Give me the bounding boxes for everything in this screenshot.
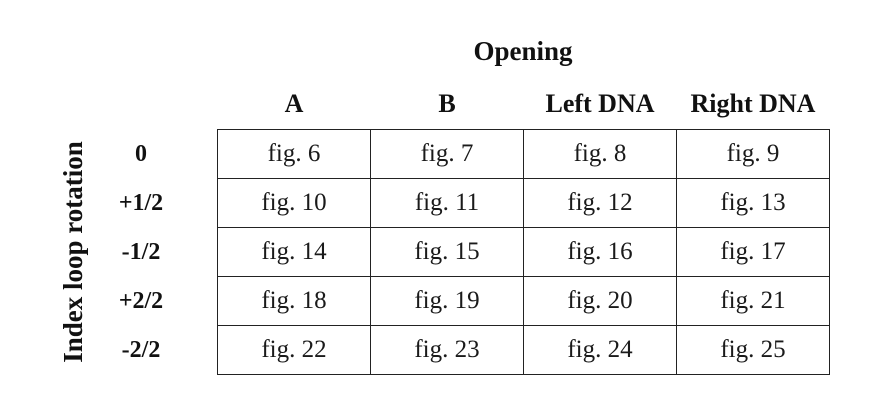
table-cell: fig. 6 <box>217 129 371 179</box>
table-cell: fig. 17 <box>676 227 830 277</box>
table-cell: fig. 12 <box>523 178 677 228</box>
table-cell: fig. 25 <box>676 325 830 375</box>
figure-index-table: fig. 6 fig. 7 fig. 8 fig. 9 fig. 10 fig.… <box>217 129 830 375</box>
table-cell: fig. 11 <box>370 178 524 228</box>
table-row: fig. 22 fig. 23 fig. 24 fig. 25 <box>217 325 830 375</box>
table-row: fig. 18 fig. 19 fig. 20 fig. 21 <box>217 276 830 326</box>
column-header-b: B <box>438 89 456 118</box>
table-row: fig. 14 fig. 15 fig. 16 fig. 17 <box>217 227 830 277</box>
row-label-0: 0 <box>135 141 147 167</box>
row-label-minus-half: -1/2 <box>121 239 161 265</box>
column-header-left-dna: Left DNA <box>545 89 655 118</box>
table-row: fig. 10 fig. 11 fig. 12 fig. 13 <box>217 178 830 228</box>
row-label-minus-one: -2/2 <box>121 337 161 363</box>
table-cell: fig. 15 <box>370 227 524 277</box>
table-cell: fig. 18 <box>217 276 371 326</box>
table-cell: fig. 22 <box>217 325 371 375</box>
table-row: fig. 6 fig. 7 fig. 8 fig. 9 <box>217 129 830 179</box>
row-group-title: Index loop rotation <box>58 141 88 363</box>
table-cell: fig. 23 <box>370 325 524 375</box>
table-cell: fig. 10 <box>217 178 371 228</box>
table-cell: fig. 16 <box>523 227 677 277</box>
column-header-right-dna: Right DNA <box>690 89 816 118</box>
table-cell: fig. 14 <box>217 227 371 277</box>
table-cell: fig. 24 <box>523 325 677 375</box>
table-cell: fig. 8 <box>523 129 677 179</box>
table-cell: fig. 13 <box>676 178 830 228</box>
table-cell: fig. 9 <box>676 129 830 179</box>
column-group-title: Opening <box>473 36 573 66</box>
column-header-a: A <box>284 89 304 118</box>
row-label-plus-one: +2/2 <box>118 288 164 314</box>
table-cell: fig. 7 <box>370 129 524 179</box>
table-cell: fig. 19 <box>370 276 524 326</box>
table-cell: fig. 21 <box>676 276 830 326</box>
row-label-plus-half: +1/2 <box>118 190 164 216</box>
table-cell: fig. 20 <box>523 276 677 326</box>
